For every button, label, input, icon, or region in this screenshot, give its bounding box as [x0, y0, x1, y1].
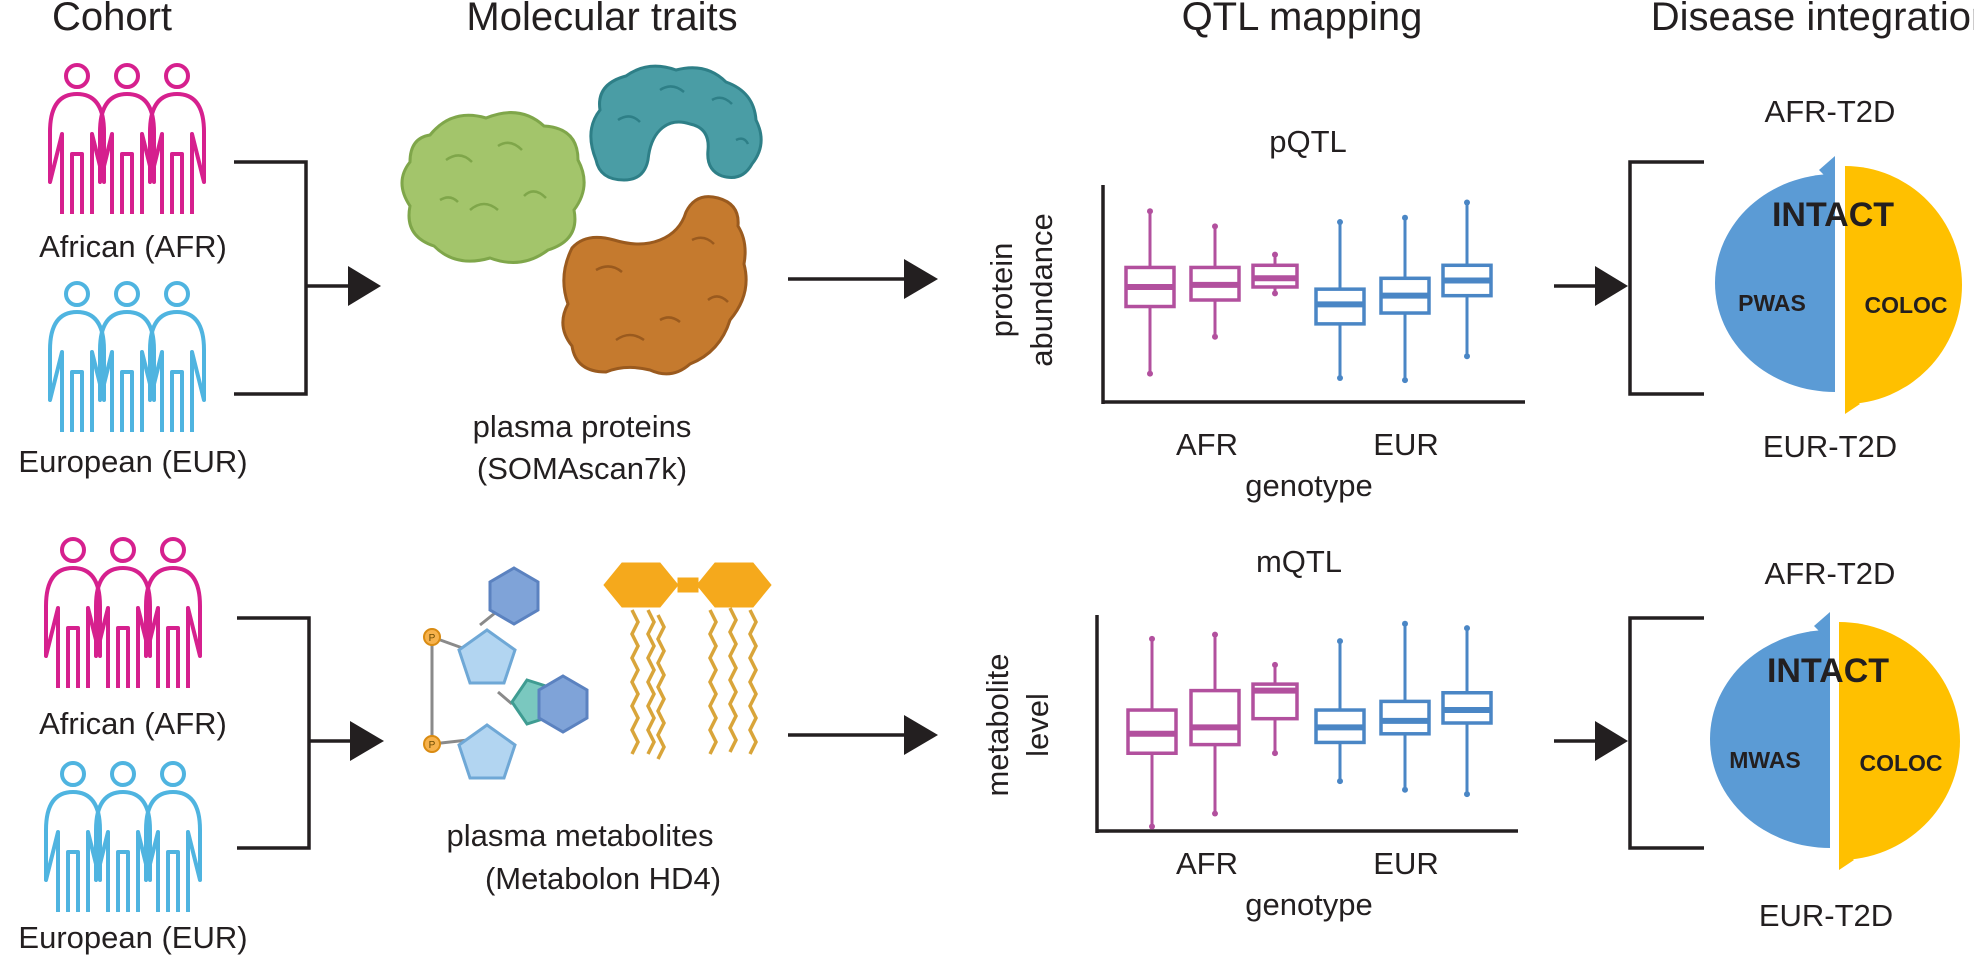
metabolite-trait-label-line1: plasma metabolites — [446, 818, 713, 853]
african-cohort-label-bottom: African (AFR) — [39, 706, 227, 741]
header-molecular-traits: Molecular traits — [466, 0, 737, 39]
mqtl-group-label-afr: AFR — [1176, 846, 1238, 881]
mqtl-boxes — [1126, 620, 1493, 830]
qtl-to-disease-connector-top — [1554, 160, 1704, 396]
cohort-bracket-top — [234, 160, 350, 396]
phosphate-label-2: P — [429, 740, 436, 751]
sugar-phosphate-molecule-icon: P P — [423, 566, 589, 780]
mqtl-eur-box-1-outlier-high — [1337, 638, 1343, 645]
arrow-cohort-to-proteins — [348, 266, 381, 306]
mqtl-title: mQTL — [1256, 544, 1342, 579]
disease-pie-top: AFR-T2D INTACT PWAS COLOC EUR-T2D — [1715, 94, 1962, 464]
pqtl-chart: pQTL protein abundance AFR EUR genotype — [984, 124, 1525, 503]
mqtl-chart: mQTL metabolite level AFR EUR genotype — [980, 544, 1518, 922]
pqtl-group-label-eur: EUR — [1373, 427, 1438, 462]
arrow-metabolites-to-mqtl — [788, 715, 938, 755]
mqtl-afr-box-2-outlier-low — [1212, 810, 1218, 817]
african-cohort-icon-bottom — [44, 537, 202, 690]
pie-top-arrowhead-lower — [1845, 392, 1860, 414]
african-cohort-label-top: African (AFR) — [39, 229, 227, 264]
pie-bottom-arrowhead-upper — [1814, 612, 1830, 642]
cohort-bracket-bottom — [237, 616, 352, 850]
pqtl-xlabel: genotype — [1245, 468, 1373, 503]
header-disease-integration: Disease integration — [1651, 0, 1974, 39]
protein-blob-teal-icon — [589, 64, 763, 182]
european-cohort-label-bottom: European (EUR) — [18, 920, 247, 955]
pie-top-center-label: INTACT — [1772, 196, 1894, 234]
phosphate-label-1: P — [429, 633, 436, 644]
lipid-molecule-icon — [603, 562, 772, 761]
protein-blob-orange-icon — [561, 195, 748, 376]
pie-bottom-upper-label: AFR-T2D — [1765, 556, 1896, 591]
pie-top-left-half — [1715, 174, 1835, 392]
pqtl-ylabel-line1: protein — [984, 243, 1019, 338]
pie-bottom-left-label: MWAS — [1729, 747, 1801, 773]
pqtl-eur-box-1-outlier-high — [1337, 219, 1343, 226]
mqtl-afr-box-3-outlier-low — [1272, 750, 1278, 757]
mqtl-afr-box-2-iqr — [1189, 688, 1241, 747]
qtl-to-disease-connector-bottom — [1554, 616, 1704, 850]
mqtl-eur-box-2-iqr — [1379, 699, 1431, 736]
pqtl-group-label-afr: AFR — [1176, 427, 1238, 462]
pqtl-afr-box-1-outlier-low — [1147, 370, 1153, 377]
pqtl-ylabel-line2: abundance — [1024, 213, 1059, 366]
mqtl-afr-box-2-outlier-high — [1212, 631, 1218, 638]
pqtl-eur-box-3-outlier-high — [1464, 199, 1470, 206]
pqtl-eur-box-3-outlier-low — [1464, 353, 1470, 360]
arrow-proteins-to-pqtl — [788, 259, 938, 299]
mqtl-afr-box-1-outlier-low — [1149, 823, 1155, 830]
pqtl-afr-box-2-outlier-low — [1212, 333, 1218, 340]
protein-trait-label-line1: plasma proteins — [473, 409, 692, 444]
european-cohort-icon-top — [48, 281, 206, 434]
metabolite-trait-label-line2: (Metabolon HD4) — [485, 861, 721, 896]
pie-bottom-lower-label: EUR-T2D — [1759, 898, 1893, 933]
pqtl-eur-box-2-outlier-high — [1402, 214, 1408, 221]
mqtl-eur-box-3-outlier-high — [1464, 625, 1470, 632]
mqtl-eur-box-1-outlier-low — [1337, 778, 1343, 785]
pie-top-right-half — [1845, 166, 1962, 404]
pie-top-arrowhead-upper — [1819, 156, 1835, 186]
pie-bottom-center-label: INTACT — [1767, 652, 1889, 690]
european-cohort-icon-bottom — [44, 761, 202, 914]
mqtl-afr-box-1-outlier-high — [1149, 635, 1155, 642]
european-cohort-label-top: European (EUR) — [18, 444, 247, 479]
mqtl-xlabel: genotype — [1245, 887, 1373, 922]
pqtl-afr-box-2-outlier-high — [1212, 223, 1218, 230]
pie-top-lower-label: EUR-T2D — [1763, 429, 1897, 464]
mqtl-ylabel-line1: metabolite — [980, 653, 1015, 796]
pqtl-boxes — [1124, 199, 1493, 384]
pie-bottom-right-label: COLOC — [1859, 750, 1942, 776]
african-cohort-icon-top — [48, 63, 206, 216]
protein-trait-label-line2: (SOMAscan7k) — [477, 451, 687, 486]
header-qtl-mapping: QTL mapping — [1182, 0, 1423, 39]
pqtl-afr-box-1-outlier-high — [1147, 208, 1153, 215]
mqtl-eur-box-3-outlier-low — [1464, 791, 1470, 798]
arrow-cohort-to-metabolites — [350, 721, 384, 761]
protein-blob-green-icon — [400, 111, 586, 264]
mqtl-eur-box-2-outlier-high — [1402, 620, 1408, 627]
pie-bottom-right-half — [1839, 622, 1960, 860]
mqtl-ylabel-line2: level — [1020, 693, 1055, 757]
pqtl-afr-box-3-outlier-low — [1272, 290, 1278, 297]
mqtl-group-label-eur: EUR — [1373, 846, 1438, 881]
pie-top-left-label: PWAS — [1738, 290, 1806, 316]
pie-top-upper-label: AFR-T2D — [1765, 94, 1896, 129]
header-cohort: Cohort — [52, 0, 172, 39]
pqtl-eur-box-2-outlier-low — [1402, 377, 1408, 384]
pqtl-title: pQTL — [1269, 124, 1347, 159]
disease-pie-bottom: AFR-T2D INTACT MWAS COLOC EUR-T2D — [1710, 556, 1960, 933]
pie-bottom-arrowhead-lower — [1839, 848, 1854, 870]
pie-top-right-label: COLOC — [1864, 292, 1947, 318]
pie-bottom-left-half — [1710, 630, 1830, 848]
pqtl-eur-box-1-outlier-low — [1337, 374, 1343, 381]
pqtl-afr-box-3-outlier-high — [1272, 251, 1278, 258]
mqtl-afr-box-3-outlier-high — [1272, 661, 1278, 668]
mqtl-eur-box-2-outlier-low — [1402, 786, 1408, 793]
